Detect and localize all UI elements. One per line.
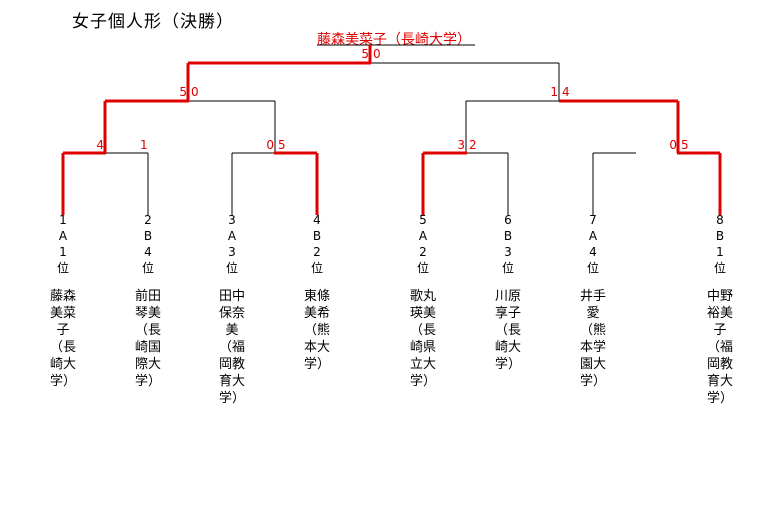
seed-number: 7 [589,213,597,227]
seed-number: 3 [228,213,236,227]
score-qf1-right: 1 [140,138,148,152]
seed-rank: 3 [504,245,512,259]
player-name-4: 東條美希（熊本大学） [304,289,331,372]
seed-number: 1 [59,213,67,227]
seed-block: A [418,229,428,243]
player-name-8: 中野裕美子（福岡教育大学） [707,289,734,406]
seed-block: A [588,229,598,243]
seed-number: 4 [313,213,321,227]
seed-block: B [143,229,153,243]
seed-unit: 位 [141,261,154,275]
seed-block: A [58,229,68,243]
seed-entry-2: 2 B 4 位 [128,212,168,276]
seed-rank: 4 [144,245,152,259]
seed-rank: 3 [228,245,236,259]
score-semi-left-left: 5 [179,85,187,99]
seed-rank: 1 [59,245,67,259]
score-final-left: 5 [361,47,369,61]
seed-unit: 位 [713,261,726,275]
score-qf4-left: 0 [669,138,677,152]
seed-entry-7: 7 A 4 位 [573,212,613,276]
seed-entry-1: 1 A 1 位 [43,212,83,276]
seed-number: 2 [144,213,152,227]
seed-number: 8 [716,213,724,227]
seed-unit: 位 [56,261,69,275]
seed-unit: 位 [310,261,323,275]
seed-unit: 位 [416,261,429,275]
player-name-6: 川原享子（長崎大学） [495,289,522,372]
seed-block: B [503,229,513,243]
player-name-3: 田中保奈美（福岡教育大学） [219,289,246,406]
seed-unit: 位 [586,261,599,275]
seed-rank: 2 [313,245,321,259]
player-name-1: 藤森美菜子（長崎大学） [50,289,77,389]
player-name-7: 井手 愛（熊本学園大学） [580,289,620,389]
seed-rank: 2 [419,245,427,259]
score-semi-right-left: 1 [550,85,558,99]
score-semi-left-right: 0 [191,85,199,99]
seed-entry-3: 3 A 3 位 [212,212,252,276]
score-qf4-right: 5 [681,138,689,152]
seed-block: A [227,229,237,243]
score-final-right: 0 [373,47,381,61]
seed-number: 6 [504,213,512,227]
seed-entry-5: 5 A 2 位 [403,212,443,276]
score-semi-right-right: 4 [562,85,570,99]
seed-block: B [312,229,322,243]
seed-entry-4: 4 B 2 位 [297,212,337,276]
seed-number: 5 [419,213,427,227]
player-name-2: 前田琴美（長崎国際大学） [135,289,162,389]
score-qf3-right: 2 [469,138,477,152]
seed-rank: 1 [716,245,724,259]
seed-rank: 4 [589,245,597,259]
seed-block: B [715,229,725,243]
champion-label: 藤森美菜子（長崎大学） [317,32,471,48]
page-title: 女子個人形（決勝） [72,12,234,32]
score-qf3-left: 3 [457,138,465,152]
score-qf1-left: 4 [96,138,104,152]
player-name-5: 歌丸瑛美（長崎県立大学） [410,289,437,389]
score-qf2-right: 5 [278,138,286,152]
score-qf2-left: 0 [266,138,274,152]
seed-unit: 位 [501,261,514,275]
seed-entry-6: 6 B 3 位 [488,212,528,276]
seed-entry-8: 8 B 1 位 [700,212,740,276]
seed-unit: 位 [225,261,238,275]
